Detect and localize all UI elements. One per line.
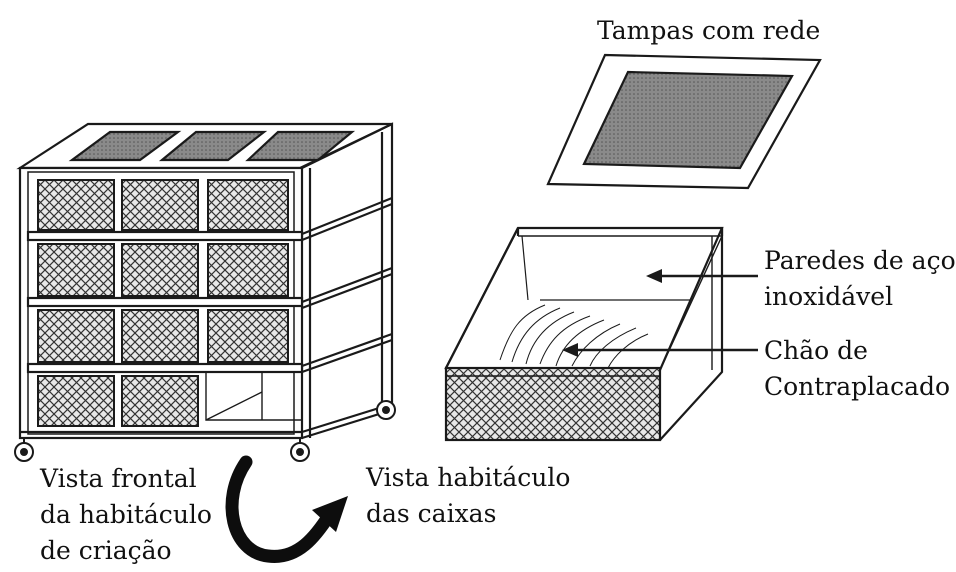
label-floor-line1: Chão de: [764, 336, 868, 365]
label-front-view-line1: Vista frontal: [40, 464, 197, 493]
label-floor-line2: Contraplacado: [764, 372, 951, 401]
label-box-view-line2: das caixas: [366, 499, 497, 528]
label-walls-line1: Paredes de aço: [764, 246, 956, 275]
label-box-view-line1: Vista habitáculo: [366, 463, 571, 492]
rack-box: [121, 375, 199, 427]
lid-mesh: [582, 70, 794, 170]
rack-top-lid-1: [68, 130, 182, 162]
arrow-left-icon: [646, 269, 758, 283]
label-walls-line2: inoxidável: [764, 282, 894, 311]
rack-top-lid-2: [158, 130, 268, 162]
arrow-left-icon: [562, 343, 758, 357]
box-mesh-front: [444, 366, 662, 442]
rack-box: [121, 309, 199, 363]
open-box: [444, 226, 724, 442]
rack-box: [207, 243, 289, 297]
label-front-view-line3: de criação: [40, 536, 172, 565]
plywood-grain: [499, 304, 649, 369]
rack-box: [121, 179, 199, 231]
rack-box: [121, 243, 199, 297]
rack-box: [37, 179, 115, 231]
rack-box: [207, 179, 289, 231]
label-lids: Tampas com rede: [597, 16, 821, 45]
rack-wheels: [14, 400, 396, 462]
rack-box: [37, 243, 115, 297]
curved-arrow-icon: [225, 455, 348, 563]
rack-top-lid-3: [245, 130, 356, 162]
mesh-lid: [546, 53, 822, 190]
rack-box: [37, 309, 115, 363]
rack-box: [207, 309, 289, 363]
rack-box: [37, 375, 115, 427]
label-front-view-line2: da habitáculo: [40, 500, 212, 529]
rack-boxes: [37, 179, 289, 427]
